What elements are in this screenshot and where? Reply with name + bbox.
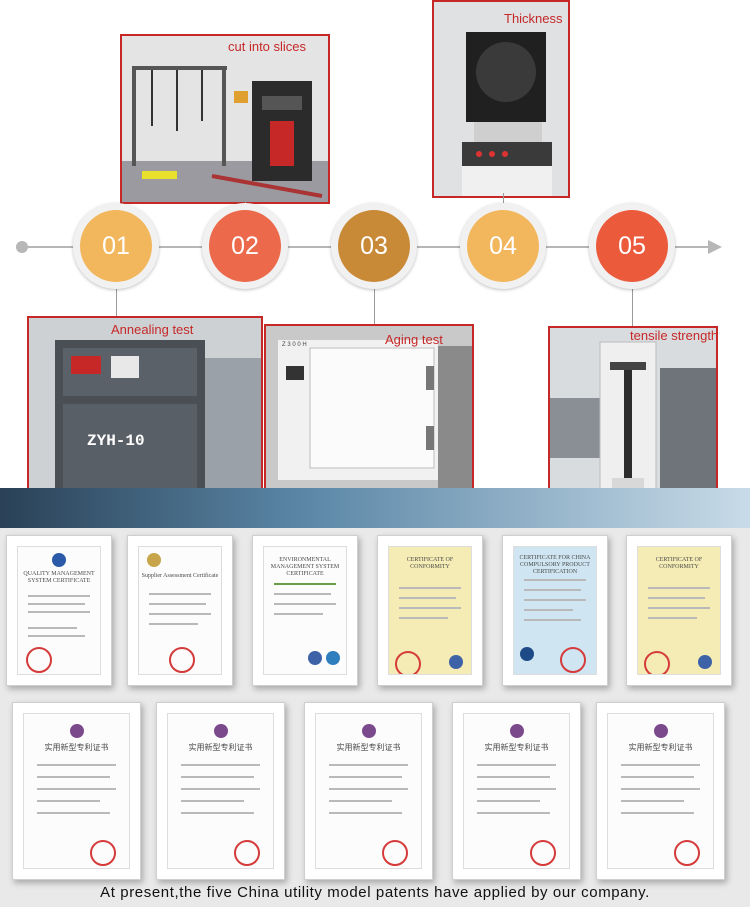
red-seal-icon bbox=[644, 651, 670, 674]
certificate-title: 实用新型专利证书 bbox=[484, 743, 549, 752]
patent-emblem-icon bbox=[654, 724, 668, 738]
red-seal-icon bbox=[169, 647, 195, 673]
cqc-logo-icon bbox=[52, 553, 66, 567]
step-01-circle: 01 bbox=[73, 203, 159, 289]
step-02-number: 02 bbox=[209, 210, 281, 282]
cut-into-slices-photo: cut into slices bbox=[120, 34, 330, 204]
annealing-panel-text: ZYH-10 bbox=[87, 432, 145, 450]
certificate-paper: CERTIFICATE OF CONFORMITY bbox=[637, 546, 721, 675]
timeline-arrow-icon bbox=[708, 240, 722, 254]
supplier-logo-icon bbox=[147, 553, 161, 567]
certificate-paper: QUALITY MANAGEMENT SYSTEM CERTIFICATE bbox=[17, 546, 101, 675]
step-02-label: cut into slices bbox=[228, 39, 307, 54]
certificate-title: ENVIRONMENTAL MANAGEMENT SYSTEM CERTIFIC… bbox=[270, 557, 340, 577]
patent-emblem-icon bbox=[510, 724, 524, 738]
certificate-title: CERTIFICATE OF CONFORMITY bbox=[406, 557, 454, 570]
slicing-machine-illustration bbox=[122, 36, 328, 202]
certificate-paper: CERTIFICATE FOR CHINA COMPULSORY PRODUCT… bbox=[513, 546, 597, 675]
step-03-number: 03 bbox=[338, 210, 410, 282]
red-seal-icon bbox=[26, 647, 52, 673]
red-seal-icon bbox=[90, 840, 116, 866]
thickness-photo: Thickness bbox=[432, 0, 570, 198]
red-seal-icon bbox=[560, 647, 586, 673]
step-04-label: Thickness bbox=[504, 11, 563, 26]
certificate-environmental-management: ENVIRONMENTAL MANAGEMENT SYSTEM CERTIFIC… bbox=[252, 535, 358, 686]
patent-certificate-2: 实用新型专利证书 bbox=[156, 702, 285, 880]
step-02-circle: 02 bbox=[202, 203, 288, 289]
certificate-title: 实用新型专利证书 bbox=[44, 743, 109, 752]
step-05-number: 05 bbox=[596, 210, 668, 282]
certificate-paper: Supplier Assessment Certificate bbox=[138, 546, 222, 675]
thickness-projector-illustration bbox=[434, 2, 568, 196]
certificate-quality-management: QUALITY MANAGEMENT SYSTEM CERTIFICATE bbox=[6, 535, 112, 686]
certificate-title: 实用新型专利证书 bbox=[336, 743, 401, 752]
certificate-title: CERTIFICATE OF CONFORMITY bbox=[655, 557, 703, 570]
patent-certificate-5: 实用新型专利证书 bbox=[596, 702, 725, 880]
cnas-logo-icon bbox=[326, 651, 340, 665]
step-03-circle: 03 bbox=[331, 203, 417, 289]
certificate-ccc: CERTIFICATE FOR CHINA COMPULSORY PRODUCT… bbox=[502, 535, 608, 686]
patent-certificate-4: 实用新型专利证书 bbox=[452, 702, 581, 880]
red-seal-icon bbox=[382, 840, 408, 866]
patents-caption: At present,the five China utility model … bbox=[100, 884, 650, 901]
certificate-title: CERTIFICATE FOR CHINA COMPULSORY PRODUCT… bbox=[519, 555, 591, 575]
step-05-circle: 05 bbox=[589, 203, 675, 289]
patent-certificate-1: 实用新型专利证书 bbox=[12, 702, 141, 880]
connector-02 bbox=[245, 198, 246, 206]
connector-03 bbox=[374, 289, 375, 325]
certificate-paper: 实用新型专利证书 bbox=[607, 713, 714, 869]
certificate-title: 实用新型专利证书 bbox=[188, 743, 253, 752]
decorative-band bbox=[0, 488, 750, 528]
certificate-paper: 实用新型专利证书 bbox=[463, 713, 570, 869]
certificate-paper: 实用新型专利证书 bbox=[23, 713, 130, 869]
ccc-logo-icon bbox=[520, 647, 534, 661]
connector-01 bbox=[116, 289, 117, 317]
annealing-test-photo: ZYH-10 Annealing test bbox=[27, 316, 263, 512]
patent-certificate-3: 实用新型专利证书 bbox=[304, 702, 433, 880]
connector-04 bbox=[503, 193, 504, 206]
certificate-title: Supplier Assessment Certificate bbox=[141, 573, 219, 579]
step-04-circle: 04 bbox=[460, 203, 546, 289]
connector-05 bbox=[632, 289, 633, 329]
step-01-label: Annealing test bbox=[111, 322, 194, 337]
red-seal-icon bbox=[395, 651, 421, 674]
step-01-number: 01 bbox=[80, 210, 152, 282]
certificate-paper: 实用新型专利证书 bbox=[315, 713, 422, 869]
red-seal-icon bbox=[234, 840, 260, 866]
step-03-label: Aging test bbox=[385, 332, 443, 347]
certificate-title: QUALITY MANAGEMENT SYSTEM CERTIFICATE bbox=[23, 571, 95, 584]
iaf-logo-icon bbox=[449, 655, 463, 669]
certificate-conformity-1: CERTIFICATE OF CONFORMITY bbox=[377, 535, 483, 686]
aging-oven-illustration bbox=[266, 326, 472, 500]
step-04-number: 04 bbox=[467, 210, 539, 282]
certificate-paper: CERTIFICATE OF CONFORMITY bbox=[388, 546, 472, 675]
patent-emblem-icon bbox=[214, 724, 228, 738]
annealing-oven-illustration bbox=[29, 318, 261, 510]
iaf-logo-icon bbox=[308, 651, 322, 665]
certificate-paper: ENVIRONMENTAL MANAGEMENT SYSTEM CERTIFIC… bbox=[263, 546, 347, 675]
aging-test-photo: Z 3 0 0 H Aging test bbox=[264, 324, 474, 502]
certificate-paper: 实用新型专利证书 bbox=[167, 713, 274, 869]
iaf-logo-icon bbox=[698, 655, 712, 669]
step-05-label: tensile strength bbox=[630, 328, 718, 343]
aging-panel-text: Z 3 0 0 H bbox=[282, 342, 307, 348]
red-seal-icon bbox=[674, 840, 700, 866]
red-seal-icon bbox=[530, 840, 556, 866]
patent-emblem-icon bbox=[70, 724, 84, 738]
certificate-title: 实用新型专利证书 bbox=[628, 743, 693, 752]
certificate-supplier-assessment: Supplier Assessment Certificate bbox=[127, 535, 233, 686]
patent-emblem-icon bbox=[362, 724, 376, 738]
certificate-conformity-2: CERTIFICATE OF CONFORMITY bbox=[626, 535, 732, 686]
